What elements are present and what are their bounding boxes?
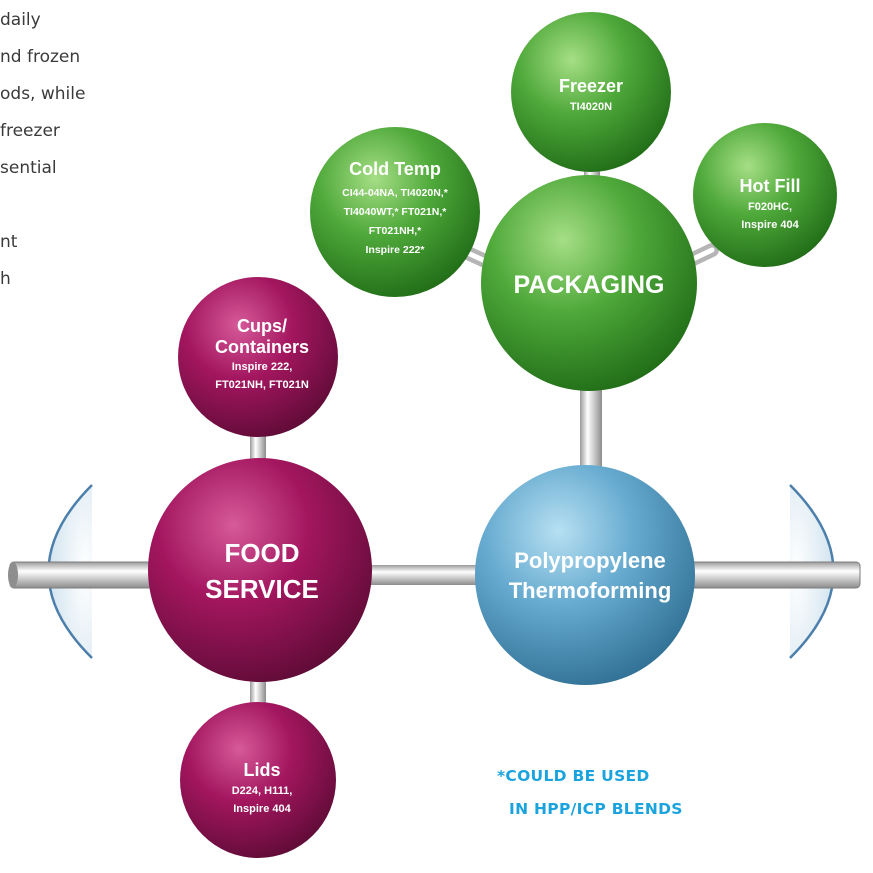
cold-temp-product: Inspire 222* (366, 244, 426, 256)
pp-sphere (475, 465, 695, 685)
rod-right (689, 561, 861, 589)
node-polypropylene-thermoforming: Polypropylene Thermoforming (475, 465, 695, 685)
hot-fill-product: F020HC, (748, 201, 792, 213)
node-packaging: PACKAGING (481, 175, 697, 391)
lids-title: Lids (243, 760, 280, 780)
blend-note-line2: IN HPP/ICP BLENDS (509, 800, 683, 818)
rod-food-to-pp (355, 565, 495, 585)
pp-title: Polypropylene (514, 548, 666, 573)
cups-title: Cups/ (237, 316, 287, 336)
node-cups-containers: Cups/ Containers Inspire 222, FT021NH, F… (178, 277, 338, 437)
cups-product: FT021NH, FT021N (215, 379, 309, 391)
paragraph-line: daily (0, 10, 41, 30)
cold-temp-product: CI44-04NA, TI4020N,* (342, 187, 449, 199)
packaging-sphere (481, 175, 697, 391)
packaging-title: PACKAGING (514, 271, 665, 299)
hot-fill-sphere (693, 123, 837, 267)
node-freezer: Freezer TI4020N (511, 12, 671, 172)
cold-temp-product: TI4040WT,* FT021N,* (344, 206, 448, 218)
node-food-service: FOOD SERVICE (148, 458, 372, 682)
lids-product: D224, H111, (232, 785, 293, 797)
food-service-title: FOOD (224, 538, 299, 568)
blend-note-line1: *COULD BE USED (497, 767, 650, 785)
rod-left-cap (8, 562, 18, 588)
lids-product: Inspire 404 (233, 803, 291, 815)
paragraph-line: ods, while (0, 84, 86, 104)
hot-fill-title: Hot Fill (740, 176, 801, 196)
paragraph-line: sential (0, 158, 57, 178)
cups-product: Inspire 222, (232, 361, 293, 373)
cold-temp-title: Cold Temp (349, 159, 441, 179)
paragraph-line: freezer (0, 121, 60, 141)
paragraph-line: nd frozen (0, 47, 81, 67)
freezer-product: TI4020N (570, 101, 612, 113)
node-cold-temp: Cold Temp CI44-04NA, TI4020N,* TI4040WT,… (310, 127, 480, 297)
freezer-sphere (511, 12, 671, 172)
cold-temp-sphere (310, 127, 480, 297)
food-service-sphere (148, 458, 372, 682)
pp-title: Thermoforming (509, 578, 672, 603)
hot-fill-product: Inspire 404 (741, 219, 799, 231)
rod-packaging-to-pp (580, 385, 602, 485)
node-hot-fill: Hot Fill F020HC, Inspire 404 (693, 123, 837, 267)
food-service-title: SERVICE (205, 574, 319, 604)
paragraph-line: h (0, 269, 11, 289)
freezer-title: Freezer (559, 76, 623, 96)
paragraph-line: nt (0, 232, 18, 252)
cold-temp-product: FT021NH,* (369, 225, 422, 237)
node-lids: Lids D224, H111, Inspire 404 (180, 702, 336, 858)
cups-sphere (178, 277, 338, 437)
cups-title: Containers (215, 337, 309, 357)
lids-sphere (180, 702, 336, 858)
